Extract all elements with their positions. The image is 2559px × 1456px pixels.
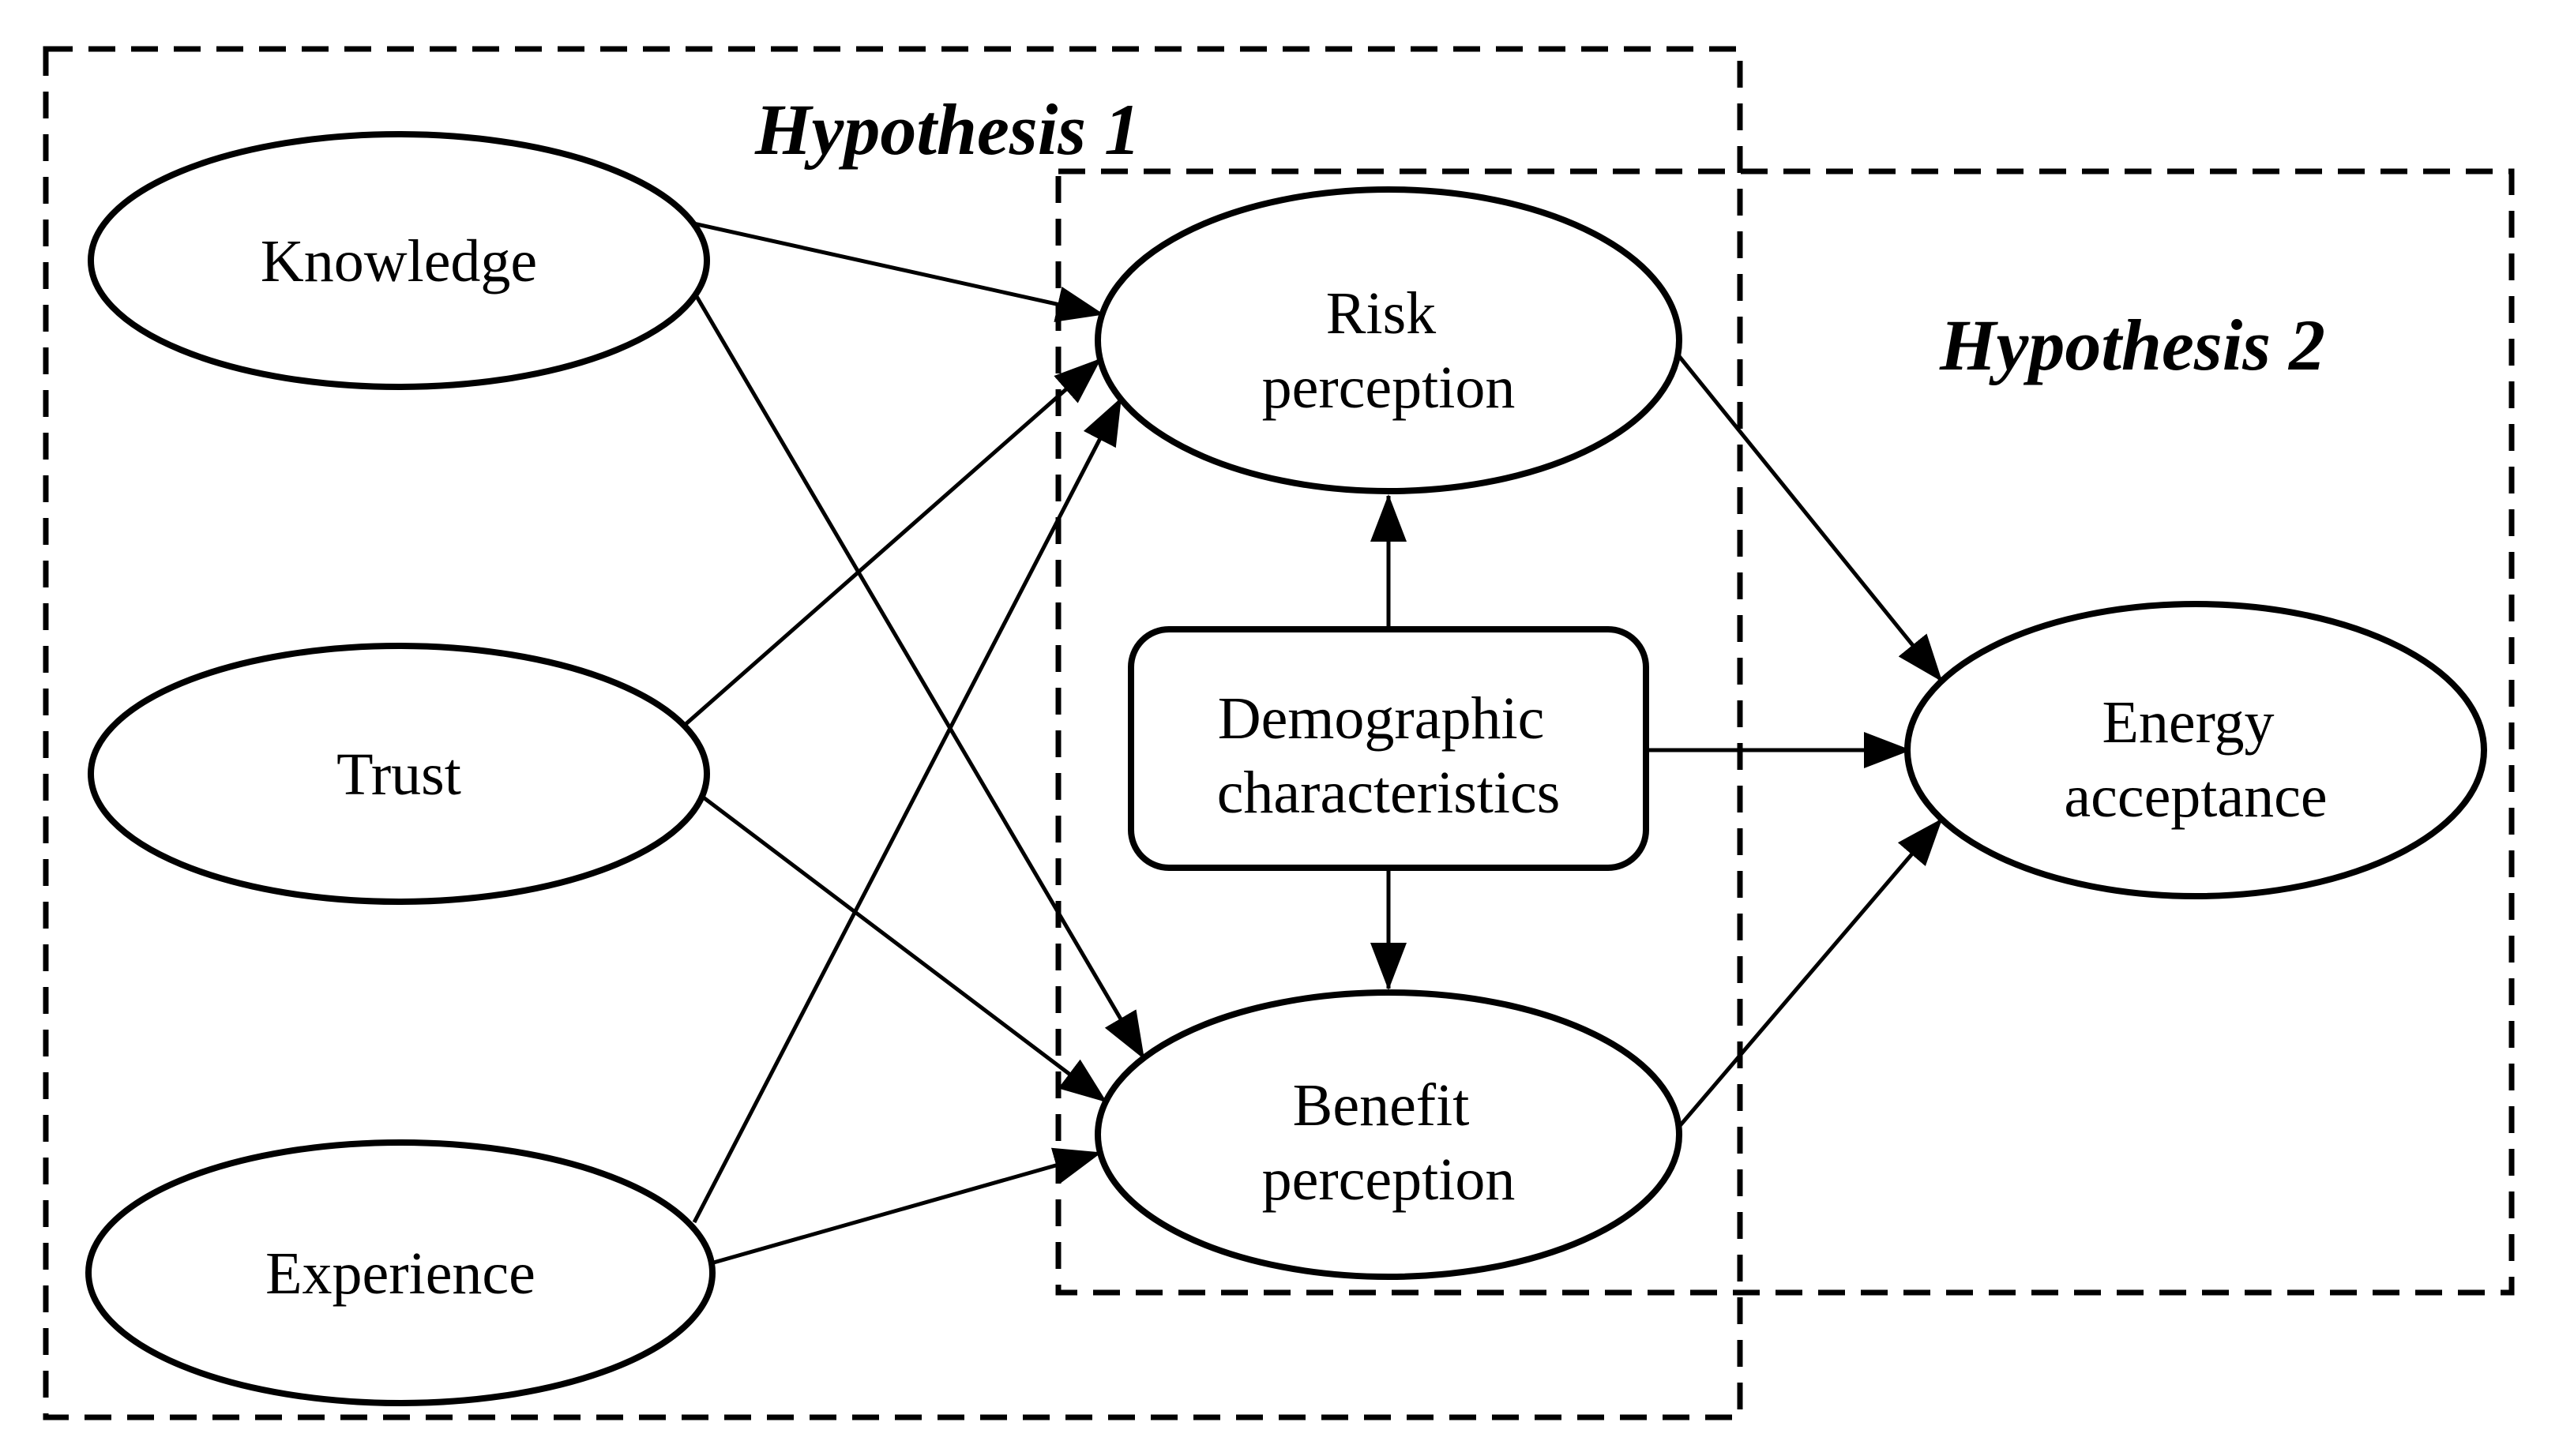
node-demographic-characteristics-label: Demographic characteristics bbox=[1217, 685, 1561, 826]
node-energy-acceptance-shape bbox=[1904, 601, 2487, 899]
edge-knowledge-to-benefit-perception bbox=[693, 292, 1146, 1060]
node-risk-perception-shape bbox=[1095, 186, 1682, 494]
node-benefit-perception-shape bbox=[1095, 989, 1682, 1280]
node-knowledge-label: Knowledge bbox=[261, 228, 537, 295]
hypothesis1-label: Hypothesis 1 bbox=[754, 89, 1140, 170]
node-trust-shape bbox=[88, 643, 710, 905]
node-trust-label: Trust bbox=[336, 741, 461, 808]
edge-risk-perception-to-energy-acceptance bbox=[1677, 354, 1943, 682]
edge-benefit-perception-to-energy-acceptance bbox=[1677, 818, 1943, 1129]
hypothesis2-label: Hypothesis 2 bbox=[1939, 305, 2325, 385]
edge-knowledge-to-risk-perception bbox=[693, 221, 1104, 322]
node-risk-perception-label: Risk perception bbox=[1262, 280, 1516, 421]
node-demographic-characteristics-shape bbox=[1128, 626, 1649, 871]
hypothesis1-box bbox=[43, 46, 1743, 1420]
edge-experience-to-benefit-perception bbox=[710, 1147, 1102, 1266]
edge-trust-to-benefit-perception bbox=[700, 794, 1107, 1103]
edge-experience-to-risk-perception bbox=[692, 397, 1123, 1224]
node-energy-acceptance-label: Energy acceptance bbox=[2064, 689, 2327, 830]
hypothesis2-box bbox=[1055, 168, 2515, 1296]
node-experience-shape bbox=[85, 1139, 716, 1406]
node-experience-label: Experience bbox=[265, 1240, 535, 1307]
node-benefit-perception-label: Benefit perception bbox=[1262, 1072, 1516, 1213]
node-knowledge-shape bbox=[88, 131, 710, 390]
edge-trust-to-risk-perception bbox=[682, 358, 1102, 727]
